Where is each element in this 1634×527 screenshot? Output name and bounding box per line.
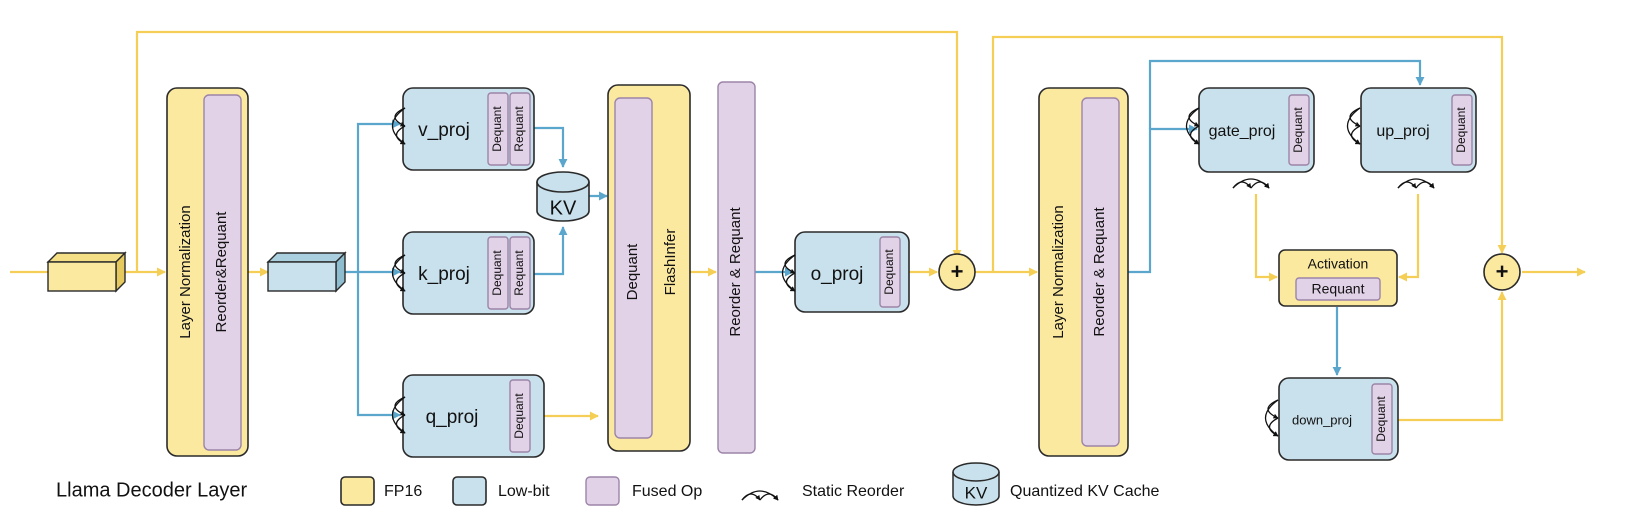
v-proj-requant-tag: Requant [512,106,526,152]
activation-requant-label: Requant [1312,281,1365,297]
connectors [10,30,1586,422]
residual-1-line [135,30,962,272]
residual-2-line [991,35,1507,272]
legend-lowbit-swatch [452,476,487,506]
flashinfer-label: FlashInfer [662,229,679,296]
down-proj-label: down_proj [1292,412,1352,427]
ln2-outer-label: Layer Normalization [1050,205,1067,338]
legend-fused-label: Fused Op [632,483,702,500]
ln1-inner-label: Reorder&Requant [213,211,230,333]
legend-kv-icon: KV [952,462,1000,506]
v-proj-block: v_proj Dequant Requant [402,87,535,171]
legend-reorder-label: Static Reorder [802,483,905,500]
gate-proj-block: gate_proj Dequant [1198,87,1315,173]
gate-proj-static-reorder-bottom-icon [1233,179,1269,188]
o-proj-label: o_proj [811,264,864,285]
gate-proj-label: gate_proj [1209,123,1276,140]
ln2-inner-label: Reorder & Requant [1091,207,1108,337]
legend-fp16-swatch [340,476,375,506]
ln1-outer-label: Layer Normalization [177,205,194,338]
q-proj-dequant-tag: Dequant [512,393,526,439]
legend-lowbit-label: Low-bit [498,483,550,500]
up-proj-label: up_proj [1376,123,1429,140]
up-proj-static-reorder-bottom-icon [1398,179,1434,188]
flashinfer-block: Dequant FlashInfer [607,84,691,452]
up-proj-block: up_proj Dequant [1360,87,1477,173]
legend-kv-icon-label: KV [965,483,988,502]
add-symbol-1: + [951,259,964,284]
v-to-kv-line [534,126,568,168]
add-node-2: + [1483,253,1521,291]
kv-label: KV [550,197,577,219]
legend-fused-swatch [585,476,620,506]
o-proj-block: o_proj Dequant [794,231,910,313]
k-proj-block: k_proj Dequant Requant [402,231,535,315]
gate-proj-static-reorder-icon [1187,108,1200,144]
ln2-to-gate-line [1128,124,1198,274]
legend-kv-label: Quantized KV Cache [1010,483,1160,500]
middle-tensor [266,251,347,293]
up-proj-static-reorder-icon [1348,108,1361,144]
down-proj-block: down_proj Dequant [1278,377,1399,461]
ln2-to-up-line [1148,59,1425,129]
v-proj-dequant-tag: Dequant [490,106,504,152]
q-proj-block: q_proj Dequant [402,374,545,458]
down-to-add-line [1398,291,1507,422]
reorder-requant-block: Reorder & Requant [717,81,756,454]
k-to-kv-line [534,226,568,276]
legend-fp16-label: FP16 [384,483,422,500]
kv-cache-cylinder: KV [536,171,590,222]
up-proj-dequant-tag: Dequant [1454,107,1468,153]
legend: Llama Decoder Layer FP16 Low-bit Fused O… [56,462,1160,506]
reorder-requant-label: Reorder & Requant [727,207,744,337]
q-proj-label: q_proj [426,407,479,428]
add-node-1: + [938,253,976,291]
v-proj-label: v_proj [418,120,470,141]
down-proj-static-reorder-icon [1266,400,1279,436]
up-to-act-line [1398,194,1420,282]
k-proj-requant-tag: Requant [512,250,526,296]
k-proj-dequant-tag: Dequant [490,250,504,296]
to-v-proj-line [356,119,401,272]
k-proj-label: k_proj [418,264,470,285]
input-tensor [46,251,127,293]
gate-to-act-line [1254,194,1278,282]
legend-title: Llama Decoder Layer [56,479,248,501]
layer-norm-2: Layer Normalization Reorder & Requant [1038,87,1129,457]
gate-proj-dequant-tag: Dequant [1291,107,1305,153]
flashinfer-dequant-label: Dequant [624,243,641,301]
down-proj-dequant-tag: Dequant [1374,396,1388,442]
to-q-proj-line [356,272,401,420]
layer-norm-1: Layer Normalization Reorder&Requant [166,87,249,457]
o-proj-dequant-tag: Dequant [882,249,896,295]
activation-block: Activation Requant [1278,249,1398,307]
legend-static-reorder-icon [742,491,778,500]
activation-label: Activation [1308,256,1369,272]
add-symbol-2: + [1496,259,1509,284]
